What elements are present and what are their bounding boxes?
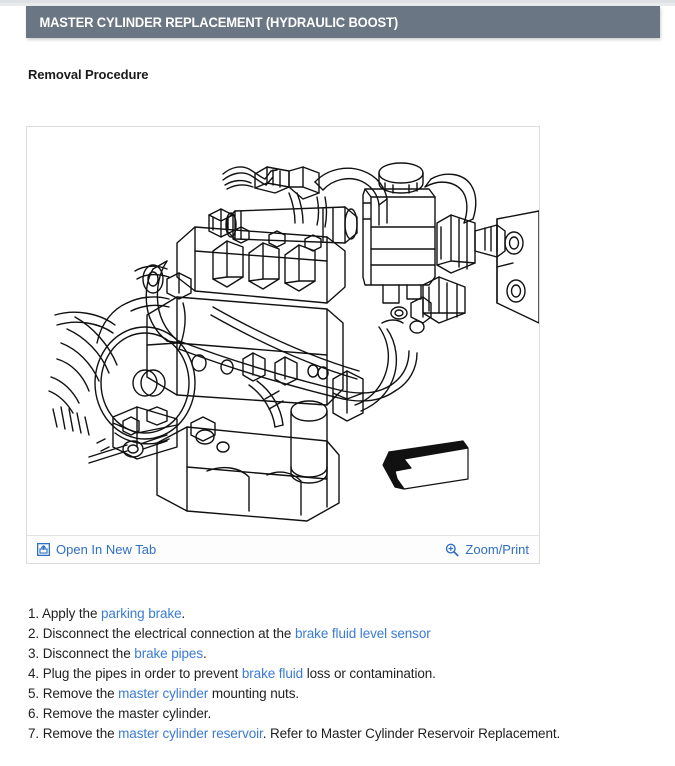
procedure-step-text: . Refer to Master Cylinder Reservoir Rep… (262, 726, 561, 741)
procedure-step-text: Plug the pipes in order to prevent (42, 666, 242, 681)
procedure-step-text: mounting nuts. (208, 686, 299, 701)
procedure-step-text: loss or contamination. (303, 666, 436, 681)
open-in-new-tab-label: Open In New Tab (56, 542, 157, 557)
page-top-strip-inner (0, 0, 675, 3)
procedure-step: 5. Remove the master cylinder mounting n… (28, 684, 648, 704)
section-heading: Removal Procedure (28, 67, 149, 82)
open-in-new-tab-icon (37, 543, 50, 556)
procedure-step-text: Remove the (42, 686, 119, 701)
procedure-step-text: Disconnect the (42, 646, 135, 661)
procedure-link[interactable]: master cylinder (118, 686, 209, 701)
magnifier-plus-icon (445, 543, 460, 557)
procedure-step-text: Apply the (41, 606, 102, 621)
figure-panel: Open In New Tab Zoom/Print (26, 126, 540, 564)
figure-toolbar: Open In New Tab Zoom/Print (27, 535, 539, 563)
procedure-step-list: 1. Apply the parking brake.2. Disconnect… (28, 604, 648, 744)
engine-diagram-svg (27, 127, 539, 535)
procedure-step-number: 3. (28, 646, 43, 661)
procedure-step: 2. Disconnect the electrical connection … (28, 624, 648, 644)
procedure-step-text: Remove the (42, 726, 119, 741)
page-title: MASTER CYLINDER REPLACEMENT (HYDRAULIC B… (39, 14, 398, 30)
procedure-step-text: . (181, 606, 186, 621)
procedure-step-number: 4. (28, 666, 43, 681)
procedure-step-text: Disconnect the electrical connection at … (42, 626, 295, 641)
engine-diagram-image (27, 127, 539, 535)
zoom-print-label: Zoom/Print (465, 542, 529, 557)
procedure-link[interactable]: parking brake (101, 606, 182, 621)
page-top-strip (0, 0, 675, 6)
open-in-new-tab-button[interactable]: Open In New Tab (37, 542, 156, 557)
procedure-step-number: 1. (28, 606, 42, 621)
procedure-step-text: . (202, 646, 207, 661)
page-title-bar: MASTER CYLINDER REPLACEMENT (HYDRAULIC B… (26, 6, 660, 38)
procedure-step: 7. Remove the master cylinder reservoir.… (28, 724, 648, 744)
procedure-link[interactable]: brake fluid level sensor (294, 626, 431, 641)
procedure-step-text: Remove the master cylinder. (42, 706, 212, 721)
zoom-print-button[interactable]: Zoom/Print (445, 542, 529, 557)
procedure-link[interactable]: brake pipes (134, 646, 203, 661)
procedure-step: 4. Plug the pipes in order to prevent br… (28, 664, 648, 684)
procedure-step-number: 7. (28, 726, 43, 741)
procedure-step-number: 5. (28, 686, 43, 701)
procedure-link[interactable]: master cylinder reservoir (118, 726, 263, 741)
direction-arrow (382, 440, 469, 490)
procedure-step: 3. Disconnect the brake pipes. (28, 644, 648, 664)
procedure-step-number: 6. (28, 706, 43, 721)
procedure-step: 6. Remove the master cylinder. (28, 704, 648, 724)
procedure-link[interactable]: brake fluid (241, 666, 304, 681)
procedure-step-number: 2. (28, 626, 43, 641)
procedure-step: 1. Apply the parking brake. (28, 604, 648, 624)
